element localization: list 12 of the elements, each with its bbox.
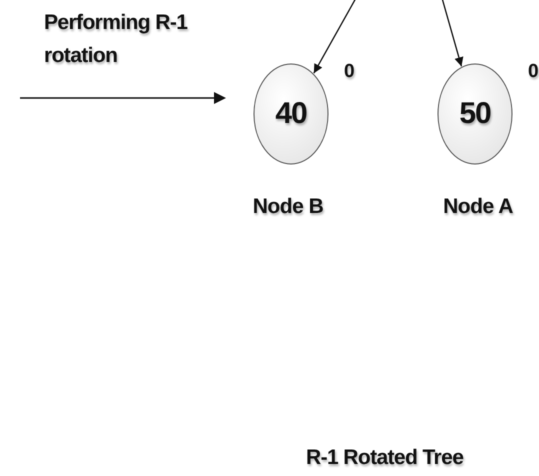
node-value: 40 [275, 97, 307, 131]
annotation-text: Performing R-1 rotation [44, 10, 188, 69]
arrow [313, 0, 357, 74]
tree-node-circle [437, 63, 513, 165]
tree-node-circle [253, 63, 329, 165]
node-name: Node B [252, 195, 324, 219]
balance-factor: 0 [344, 61, 354, 83]
caption: R-1 Rotated Tree [306, 446, 464, 470]
balance-factor: 0 [528, 61, 538, 83]
node-value: 50 [459, 97, 491, 131]
node-name: Node A [443, 195, 513, 219]
arrow [441, 0, 464, 67]
